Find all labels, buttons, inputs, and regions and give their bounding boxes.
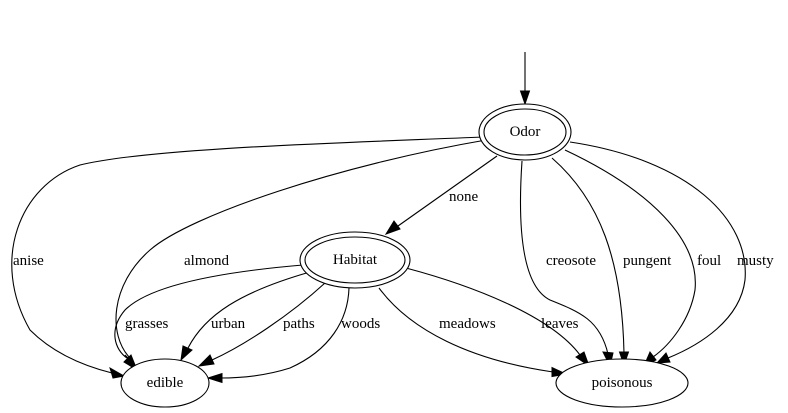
edge-habitat-leaves: leaves: [405, 267, 590, 368]
node-habitat: Habitat: [299, 231, 411, 289]
edge-label-pungent: pungent: [623, 253, 672, 269]
edge-label-paths: paths: [283, 316, 315, 332]
node-habitat-label: Habitat: [333, 252, 378, 268]
edge-label-musty: musty: [737, 253, 774, 269]
edge-label-almond: almond: [184, 253, 229, 269]
edge-label-urban: urban: [211, 316, 246, 332]
edge-habitat-woods: woods: [206, 287, 380, 384]
edge-odor-musty: musty: [569, 141, 774, 364]
edge-label-foul: foul: [697, 253, 721, 269]
node-poisonous: poisonous: [555, 358, 689, 408]
edge-habitat-urban: urban: [180, 271, 311, 362]
edge-habitat-grasses: grasses: [114, 264, 304, 372]
edge-odor-creosote: creosote: [519, 160, 614, 368]
edge-label-leaves: leaves: [541, 316, 579, 332]
edge-odor-none: none: [384, 155, 498, 235]
edge-odor-anise: anise: [11, 136, 484, 379]
edge-label-anise: anise: [13, 253, 44, 269]
edge-label-woods: woods: [341, 316, 380, 332]
node-odor-label: Odor: [510, 124, 541, 140]
node-edible-label: edible: [147, 375, 184, 391]
edge-odor-pungent: pungent: [551, 157, 672, 367]
edge-habitat-meadows: meadows: [378, 287, 568, 378]
edge-entry: [519, 52, 531, 106]
node-poisonous-label: poisonous: [592, 375, 653, 391]
edge-habitat-paths: paths: [197, 282, 326, 367]
edge-label-none: none: [449, 189, 479, 205]
edge-label-creosote: creosote: [546, 253, 596, 269]
node-edible: edible: [120, 358, 210, 408]
edge-label-grasses: grasses: [125, 316, 168, 332]
edge-label-meadows: meadows: [439, 316, 496, 332]
node-odor: Odor: [478, 103, 572, 161]
